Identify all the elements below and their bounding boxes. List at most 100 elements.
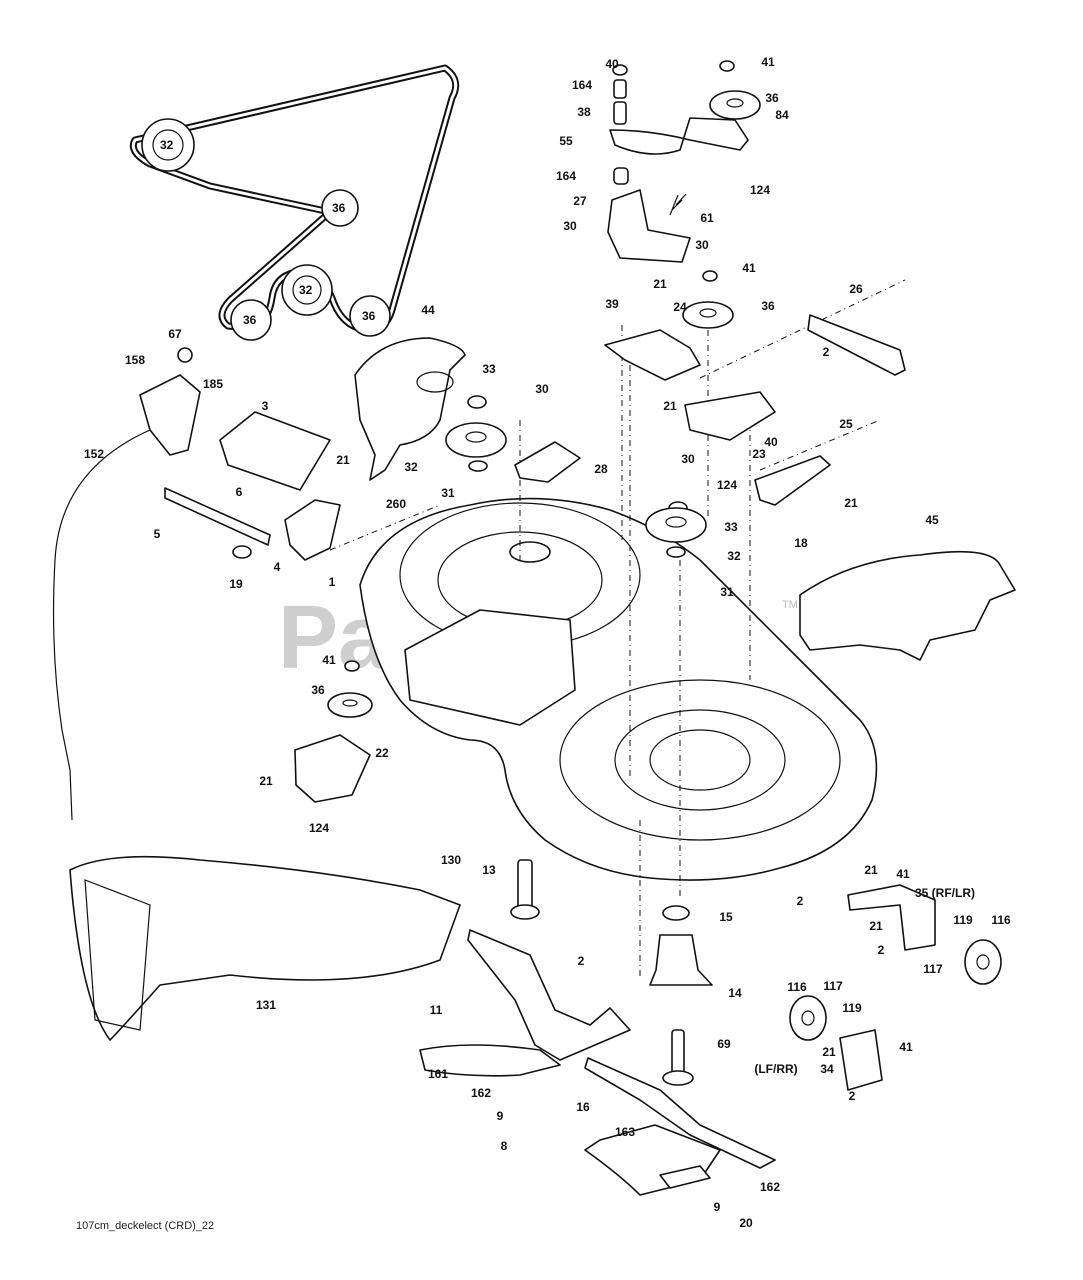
belt-pulley-36b bbox=[230, 299, 272, 341]
part-callout: 185 bbox=[203, 377, 223, 391]
belt-pulley-32b bbox=[281, 264, 333, 316]
part-callout: 36 bbox=[765, 91, 779, 105]
part-callout: 1 bbox=[329, 575, 336, 589]
blade-stiffener bbox=[659, 1165, 711, 1189]
idler-pulley-mid bbox=[682, 270, 734, 329]
belt-shield-plate bbox=[404, 609, 576, 726]
part-callout: 14 bbox=[728, 986, 742, 1000]
idler-pulley-left bbox=[327, 660, 373, 718]
part-callout: 32 bbox=[404, 460, 418, 474]
part-callout: 61 bbox=[700, 211, 714, 225]
part-callout: 161 bbox=[428, 1067, 448, 1081]
part-callout: 84 bbox=[775, 108, 789, 122]
part-callout: 130 bbox=[441, 853, 461, 867]
belt-label: 36 bbox=[362, 309, 376, 323]
deck-bracket-28 bbox=[514, 441, 581, 483]
part-callout: 260 bbox=[386, 497, 406, 511]
part-callout: 31 bbox=[720, 585, 734, 599]
part-callout: 24 bbox=[673, 300, 687, 314]
part-callout: 9 bbox=[497, 1109, 504, 1123]
part-callout: 164 bbox=[556, 169, 576, 183]
part-callout: 32 bbox=[727, 549, 741, 563]
part-callout: 16 bbox=[576, 1100, 590, 1114]
part-callout: 21 bbox=[663, 399, 677, 413]
part-callout: 162 bbox=[760, 1180, 780, 1194]
part-callout: 40 bbox=[605, 57, 619, 71]
part-callout: 23 bbox=[752, 447, 766, 461]
part-callout: 21 bbox=[869, 919, 883, 933]
part-callout: 21 bbox=[864, 863, 878, 877]
part-callout: 117 bbox=[823, 979, 843, 993]
belt-label: 36 bbox=[243, 313, 257, 327]
part-callout: 30 bbox=[535, 382, 549, 396]
part-callout: 39 bbox=[605, 297, 619, 311]
part-callout: 21 bbox=[844, 496, 858, 510]
part-callout: 2 bbox=[797, 894, 804, 908]
part-callout: 30 bbox=[563, 219, 577, 233]
part-callout: 38 bbox=[577, 105, 591, 119]
part-callout: 124 bbox=[717, 478, 737, 492]
idler-arm-assembly bbox=[604, 64, 906, 506]
part-callout: 36 bbox=[761, 299, 775, 313]
part-callout: 116 bbox=[787, 980, 807, 994]
part-callout: (LF/RR) bbox=[754, 1062, 797, 1076]
part-callout: 36 bbox=[311, 683, 325, 697]
part-callout: 20 bbox=[739, 1216, 753, 1230]
part-callout: 158 bbox=[125, 353, 145, 367]
part-callout: 25 bbox=[839, 417, 853, 431]
part-callout: 22 bbox=[375, 746, 389, 760]
part-callout: 40 bbox=[764, 435, 778, 449]
part-callout: 41 bbox=[896, 867, 910, 881]
spindle-right bbox=[649, 905, 713, 1086]
part-callout: 33 bbox=[724, 520, 738, 534]
belt-label: 36 bbox=[332, 201, 346, 215]
part-callout: 2 bbox=[849, 1089, 856, 1103]
part-callout: 18 bbox=[794, 536, 808, 550]
spindle-pulley-left bbox=[445, 395, 507, 472]
discharge-baffle bbox=[799, 550, 1016, 661]
part-callout: 124 bbox=[309, 821, 329, 835]
part-callout: 34 bbox=[820, 1062, 834, 1076]
belt-pulley-36c bbox=[349, 295, 391, 337]
part-callout: 21 bbox=[259, 774, 273, 788]
anti-scalp-wheel-rf bbox=[847, 884, 1002, 985]
part-callout: 41 bbox=[899, 1040, 913, 1054]
part-callout: 4 bbox=[274, 560, 281, 574]
part-callout: 44 bbox=[421, 303, 435, 317]
part-callout: 28 bbox=[594, 462, 608, 476]
spindle-left bbox=[510, 859, 540, 920]
part-callout: 3 bbox=[262, 399, 269, 413]
part-callout: 152 bbox=[84, 447, 104, 461]
part-callout: 30 bbox=[695, 238, 709, 252]
part-callout: 30 bbox=[681, 452, 695, 466]
part-callout: 124 bbox=[750, 183, 770, 197]
part-callout: 41 bbox=[322, 653, 336, 667]
deck-lift-cable bbox=[52, 429, 151, 821]
spindle-pulley-right bbox=[645, 501, 707, 558]
part-callout: 45 bbox=[925, 513, 939, 527]
part-callout: 119 bbox=[842, 1001, 862, 1015]
part-callout: 21 bbox=[336, 453, 350, 467]
part-callout: 6 bbox=[236, 485, 243, 499]
part-callout: 26 bbox=[849, 282, 863, 296]
part-callout: 9 bbox=[714, 1200, 721, 1214]
belt-pulley-36a bbox=[321, 189, 359, 227]
part-callout: 5 bbox=[154, 527, 161, 541]
part-callout: 21 bbox=[822, 1045, 836, 1059]
pulley-cover-left bbox=[354, 337, 466, 481]
part-callout: 162 bbox=[471, 1086, 491, 1100]
part-callout: 8 bbox=[501, 1139, 508, 1153]
anti-scalp-wheel-lf bbox=[789, 995, 883, 1091]
deck-housing bbox=[359, 497, 878, 881]
part-callout: 164 bbox=[572, 78, 592, 92]
belt-routing-diagram: 32 36 32 36 36 bbox=[129, 64, 460, 341]
part-callout: 2 bbox=[878, 943, 885, 957]
part-callout: 67 bbox=[168, 327, 182, 341]
part-callout: 41 bbox=[761, 55, 775, 69]
knob-icon bbox=[177, 347, 193, 363]
part-callout: 69 bbox=[717, 1037, 731, 1051]
part-callout: 13 bbox=[482, 863, 496, 877]
idler-pulley-top bbox=[709, 60, 761, 120]
